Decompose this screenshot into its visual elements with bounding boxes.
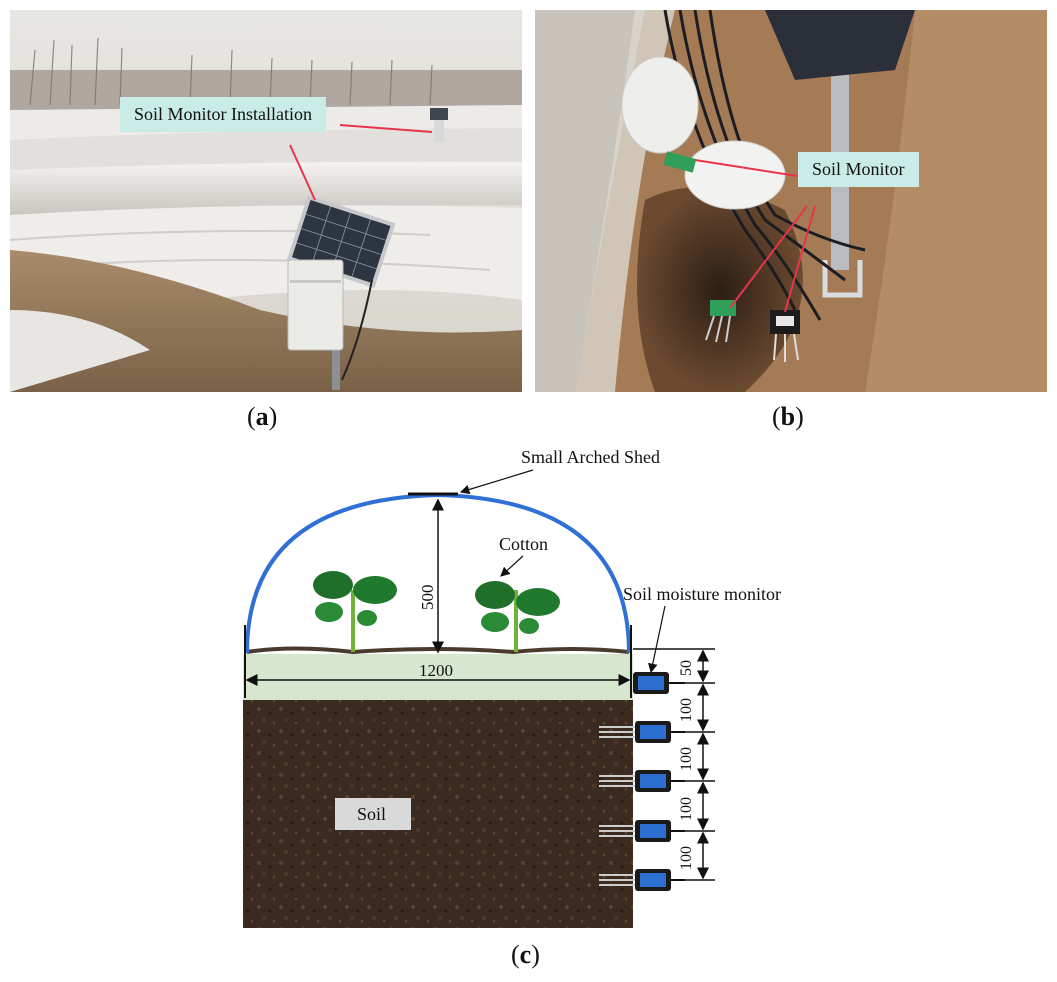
depth-dimension-lines xyxy=(633,648,715,881)
height-dimension-label: 500 xyxy=(418,585,437,611)
sensor-4 xyxy=(599,820,685,842)
sensor-2 xyxy=(599,721,685,743)
shed-cross-section-diagram: 500 1200 Small Arched Shed Cotton Soil m… xyxy=(243,447,781,928)
soil-moisture-monitor-label: Soil moisture monitor xyxy=(623,584,781,604)
depth-label-2: 100 xyxy=(678,698,695,722)
probe-installation-photo xyxy=(535,10,1047,392)
width-dimension-label: 1200 xyxy=(419,661,453,680)
soil-monitor-callout: Soil Monitor xyxy=(798,152,919,187)
small-arched-shed-label: Small Arched Shed xyxy=(521,447,660,467)
depth-label-5: 100 xyxy=(678,846,695,870)
soil-block xyxy=(243,698,633,928)
schematic-panel-c: 500 1200 Small Arched Shed Cotton Soil m… xyxy=(233,440,823,930)
photo-panel-a xyxy=(10,10,522,392)
greenhouse-photo xyxy=(10,10,522,392)
depth-label-3: 100 xyxy=(678,747,695,771)
depth-label-1: 50 xyxy=(678,660,695,676)
caption-b: (b) xyxy=(772,402,804,431)
sensor-1 xyxy=(633,672,685,694)
cotton-plant-left xyxy=(313,571,397,652)
caption-a: (a) xyxy=(247,402,278,431)
soil-label: Soil xyxy=(357,804,386,824)
caption-c: (c) xyxy=(511,940,540,969)
cotton-plant-right xyxy=(475,581,560,652)
sensor-5 xyxy=(599,869,685,891)
depth-label-4: 100 xyxy=(678,797,695,821)
soil-monitor-installation-callout: Soil Monitor Installation xyxy=(120,97,326,132)
cotton-label: Cotton xyxy=(499,534,548,554)
photo-panel-b xyxy=(535,10,1047,392)
sensor-3 xyxy=(599,770,685,792)
sensors-group xyxy=(599,672,685,891)
